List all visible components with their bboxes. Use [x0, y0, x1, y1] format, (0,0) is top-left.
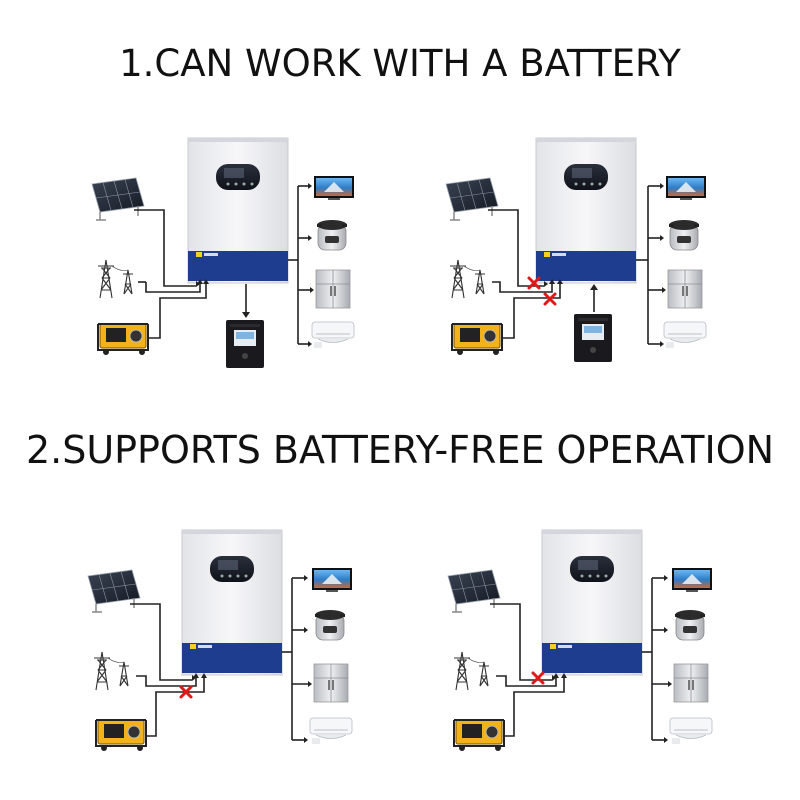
rice-cooker-icon — [674, 609, 706, 641]
arrowheads — [544, 183, 666, 347]
section-heading-battery: 1.CAN WORK WITH A BATTERY — [119, 42, 681, 85]
wiring — [130, 577, 310, 741]
solar-panel-icon — [447, 569, 501, 613]
diagram-battery-all-sources — [91, 137, 355, 368]
red-x-icon — [531, 671, 545, 685]
inverter-icon — [187, 137, 289, 284]
generator-icon — [95, 719, 147, 752]
battery-icon — [226, 320, 264, 368]
load-icons — [311, 176, 355, 349]
section-heading-battery-free: 2.SUPPORTS BATTERY-FREE OPERATION — [25, 428, 775, 472]
solar-panel-icon — [87, 569, 141, 613]
tv-icon — [312, 568, 352, 592]
rice-cooker-icon — [668, 219, 700, 251]
air-conditioner-icon — [311, 321, 355, 349]
power-tower-icon — [453, 651, 490, 691]
diagram-battery-solar-only — [445, 137, 707, 362]
red-x-icon — [543, 292, 557, 306]
generator-icon — [453, 719, 505, 752]
tv-icon — [672, 568, 712, 592]
diagram-battery-free-generator — [447, 529, 713, 752]
air-conditioner-icon — [663, 321, 707, 349]
battery-icon — [574, 314, 612, 362]
diagram-battery-free-grid — [87, 529, 353, 752]
power-tower-icon — [97, 259, 134, 299]
arrowheads — [552, 575, 672, 743]
load-icons — [309, 568, 353, 745]
solar-panel-icon — [445, 177, 499, 221]
refrigerator-icon — [667, 269, 703, 309]
solar-panel-icon — [91, 177, 145, 221]
generator-icon — [97, 323, 149, 356]
power-tower-icon — [93, 651, 130, 691]
arrowheads — [192, 575, 312, 743]
inverter-icon — [541, 529, 643, 676]
tv-icon — [666, 176, 706, 200]
refrigerator-icon — [315, 269, 351, 309]
generator-icon — [451, 323, 503, 356]
load-icons — [669, 568, 713, 745]
air-conditioner-icon — [309, 717, 353, 745]
air-conditioner-icon — [669, 717, 713, 745]
refrigerator-icon — [313, 663, 349, 703]
tv-icon — [314, 176, 354, 200]
wiring — [488, 185, 664, 345]
power-tower-icon — [449, 259, 486, 299]
arrowheads — [196, 183, 314, 347]
inverter-icon — [181, 529, 283, 676]
inverter-icon — [535, 137, 637, 284]
load-icons — [663, 176, 707, 349]
refrigerator-icon — [673, 663, 709, 703]
rice-cooker-icon — [316, 219, 348, 251]
rice-cooker-icon — [314, 609, 346, 641]
